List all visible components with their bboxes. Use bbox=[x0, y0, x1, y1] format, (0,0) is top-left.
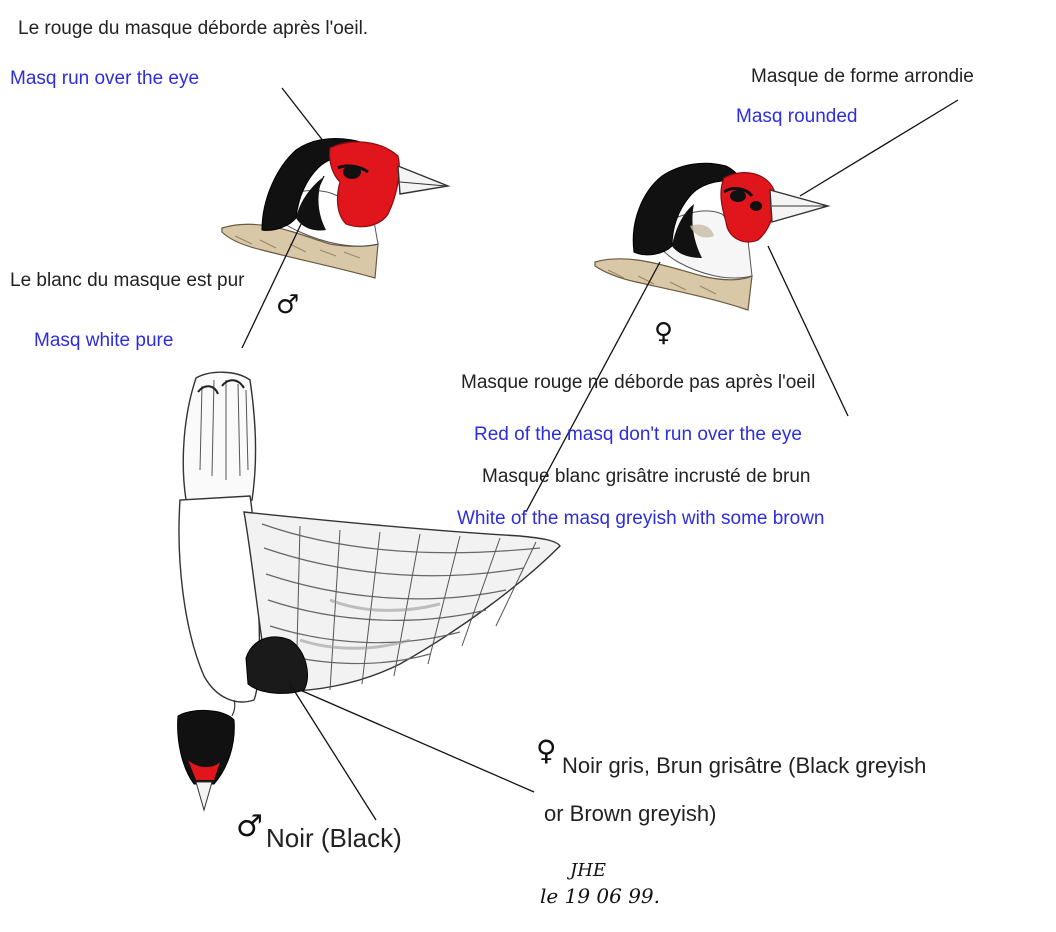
male-head-symbol: ♂ bbox=[276, 294, 299, 316]
male-underside-caption: Noir (Black) bbox=[266, 824, 402, 852]
female-white-caption-fr: Masque blanc grisâtre incrusté de brun bbox=[482, 466, 810, 488]
female-head-symbol: ♀ bbox=[654, 322, 673, 344]
male-red-caption-en: Masq run over the eye bbox=[10, 68, 199, 90]
female-white-caption-en: White of the masq greyish with some brow… bbox=[457, 508, 825, 530]
signature-initials: JHE bbox=[570, 860, 606, 881]
male-white-caption-fr: Le blanc du masque est pur bbox=[10, 270, 245, 292]
male-underside-symbol: ♂ bbox=[236, 816, 263, 838]
female-shape-caption-en: Masq rounded bbox=[736, 106, 857, 128]
female-underside-caption-line2: or Brown greyish) bbox=[544, 800, 716, 828]
female-underside-caption-line1: Noir gris, Brun grisâtre (Black greyish bbox=[562, 752, 926, 780]
male-white-caption-en: Masq white pure bbox=[34, 330, 173, 352]
female-red-caption-en: Red of the masq don't run over the eye bbox=[474, 424, 802, 446]
female-underside-symbol: ♀ bbox=[536, 740, 557, 762]
male-head-drawing bbox=[222, 138, 448, 278]
female-head-drawing bbox=[595, 163, 828, 310]
female-shape-caption-fr: Masque de forme arrondie bbox=[751, 66, 974, 88]
male-red-caption-fr: Le rouge du masque déborde après l'oeil. bbox=[18, 18, 368, 40]
female-red-caption-fr: Masque rouge ne déborde pas après l'oeil bbox=[461, 372, 815, 394]
signature-date: le 19 06 99. bbox=[540, 884, 660, 908]
